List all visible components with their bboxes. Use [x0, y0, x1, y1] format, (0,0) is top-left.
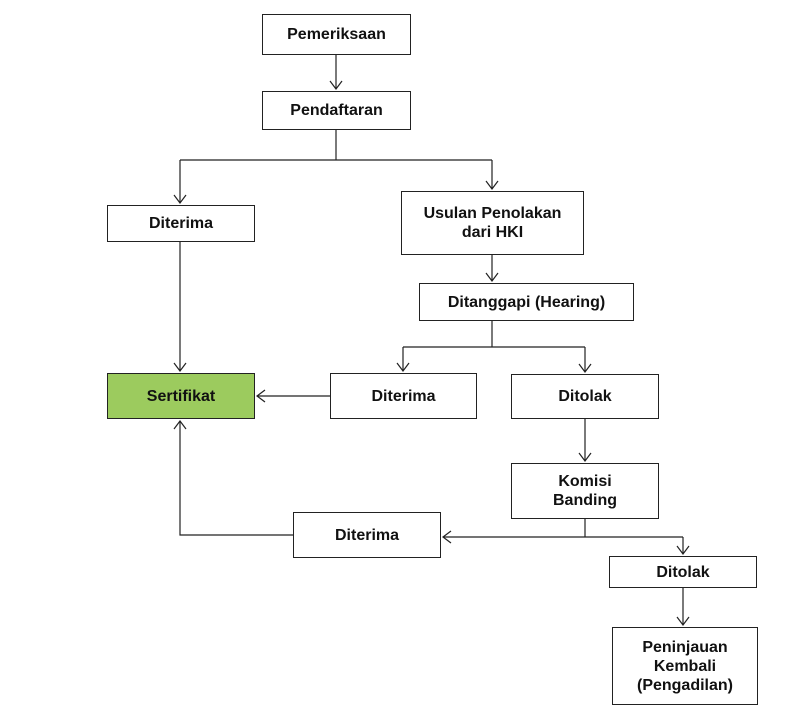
node-diterima-2: Diterima [330, 373, 477, 419]
node-ditolak-1: Ditolak [511, 374, 659, 419]
node-ditanggapi: Ditanggapi (Hearing) [419, 283, 634, 321]
node-ditolak-2: Ditolak [609, 556, 757, 588]
arrowhead-diterima-3 [442, 530, 452, 544]
connector-pendaftaran-branch [180, 130, 492, 161]
arrowhead-diterima-1 [173, 194, 187, 204]
connector-ditanggapi-branch [403, 321, 585, 348]
node-usulan-penolakan: Usulan Penolakan dari HKI [401, 191, 584, 255]
arrowhead-ditolak-1 [578, 363, 592, 373]
node-pemeriksaan: Pemeriksaan [262, 14, 411, 55]
connector-komisi-branch [443, 519, 683, 538]
node-diterima-3: Diterima [293, 512, 441, 558]
node-sertifikat: Sertifikat [107, 373, 255, 419]
node-peninjauan-kembali: Peninjauan Kembali (Pengadilan) [612, 627, 758, 705]
arrowhead-diterima-2 [396, 362, 410, 372]
arrowhead-sertifikat-right [256, 389, 266, 403]
arrowhead-pendaftaran [329, 80, 343, 90]
connector-diterima-3-sertifikat [179, 421, 293, 536]
node-pendaftaran: Pendaftaran [262, 91, 411, 130]
arrowhead-usulan [485, 180, 499, 190]
arrowhead-peninjauan [676, 616, 690, 626]
arrowhead-sertifikat-bottom [173, 420, 187, 430]
node-diterima-1: Diterima [107, 205, 255, 242]
arrowhead-sertifikat-top [173, 362, 187, 372]
arrowhead-komisi [578, 452, 592, 462]
arrowhead-ditanggapi [485, 272, 499, 282]
node-komisi-banding: Komisi Banding [511, 463, 659, 519]
arrowhead-ditolak-2 [676, 545, 690, 555]
